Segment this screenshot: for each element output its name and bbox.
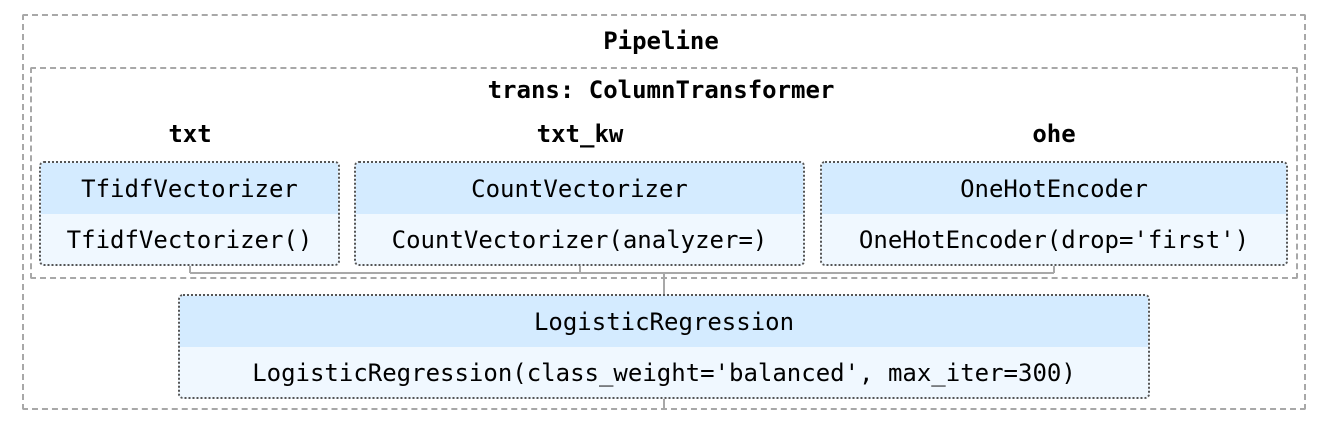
estimator-header[interactable]: LogisticRegression xyxy=(180,296,1148,347)
column-transformer-title: trans: ColumnTransformer xyxy=(487,76,835,104)
estimator-tfidf-vectorizer[interactable]: TfidfVectorizer TfidfVectorizer() xyxy=(39,161,340,266)
branch-label-txt-kw: txt_kw xyxy=(536,120,624,148)
branch-label-txt: txt xyxy=(168,120,212,148)
pipeline-container xyxy=(22,14,1306,410)
estimator-header[interactable]: CountVectorizer xyxy=(356,163,803,214)
estimator-params: OneHotEncoder(drop='first') xyxy=(822,214,1286,264)
estimator-params: TfidfVectorizer() xyxy=(41,214,338,264)
branch-label-ohe: ohe xyxy=(1032,120,1076,148)
estimator-onehot-encoder[interactable]: OneHotEncoder OneHotEncoder(drop='first'… xyxy=(820,161,1288,266)
estimator-count-vectorizer[interactable]: CountVectorizer CountVectorizer(analyzer… xyxy=(354,161,805,266)
pipeline-title: Pipeline xyxy=(603,27,719,55)
estimator-params: CountVectorizer(analyzer=) xyxy=(356,214,803,264)
estimator-logistic-regression[interactable]: LogisticRegression LogisticRegression(cl… xyxy=(178,294,1150,399)
column-transformer-container xyxy=(30,67,1298,279)
estimator-header[interactable]: OneHotEncoder xyxy=(822,163,1286,214)
estimator-header[interactable]: TfidfVectorizer xyxy=(41,163,338,214)
estimator-params: LogisticRegression(class_weight='balance… xyxy=(180,347,1148,397)
